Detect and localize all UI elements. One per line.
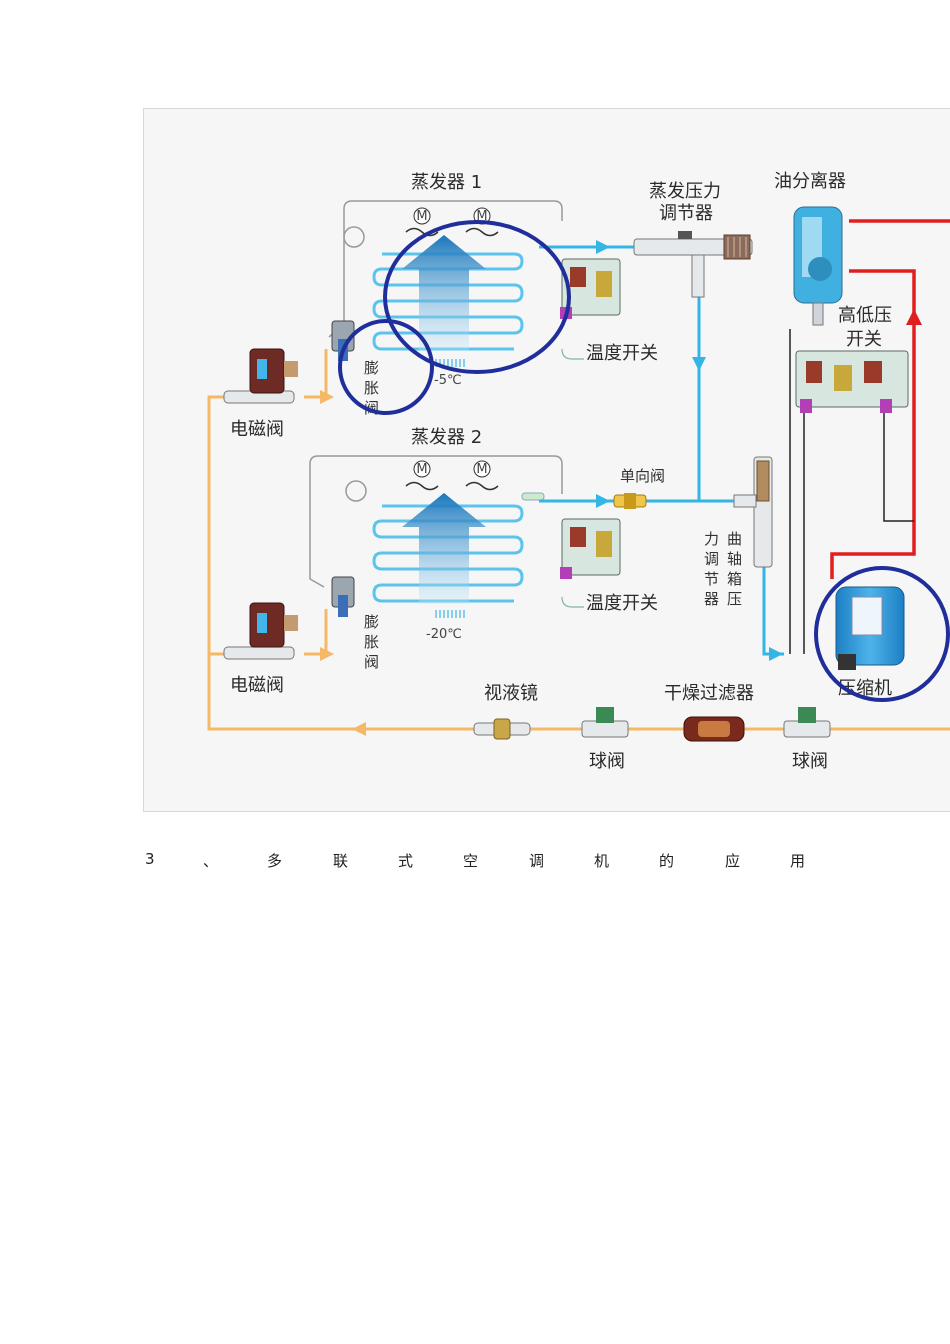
section-heading: 3 、 多 联 式 空 调 机 的 应 用 [145,850,825,874]
crankcase-label-col1: 力 调 节 器 [704,530,719,608]
solenoid-valve-1 [223,348,298,404]
temp-label-evap1: -5℃ [434,373,462,388]
heading-char: 空 [463,852,479,870]
highlight-circles [338,220,950,702]
ball-valve-2 [783,707,831,738]
temperature-switch-2 [560,518,621,608]
svg-text:节: 节 [704,570,719,588]
heading-char: 应 [725,852,741,870]
liquid-arrows [320,390,366,736]
highlight-circle-expansion [338,319,434,415]
evap-pressure-regulator-label-1: 蒸发压力 [649,181,721,202]
evaporator-1: M M -5℃ 蒸发器 1 [328,172,563,388]
ball-valve-1-label: 球阀 [589,751,625,772]
compressor [835,586,905,670]
svg-text:胀: 胀 [364,633,379,651]
control-wires [789,329,914,654]
oil-separator-label: 油分离器 [774,171,846,192]
evaporator-1-label: 蒸发器 1 [411,172,482,193]
solenoid-2-label: 电磁阀 [230,675,284,696]
motor-label: M [416,462,427,477]
heading-char: 用 [790,852,806,870]
svg-text:力: 力 [704,530,719,548]
svg-text:器: 器 [704,590,719,608]
discharge-arrow [906,309,922,325]
temperature-switch-1 [560,258,621,360]
heading-char: 调 [529,852,545,870]
highlight-circle-evaporator [383,220,571,374]
motor-label: M [476,462,487,477]
sight-glass-label: 视液镜 [484,683,538,704]
check-valve [613,493,647,509]
svg-text:胀: 胀 [364,379,379,397]
heading-char: 3 [145,850,155,868]
discharge-lines [830,219,950,579]
hl-switch-label-1: 高低压 [838,305,892,326]
svg-text:膨: 膨 [364,613,379,631]
drier-label: 干燥过滤器 [664,683,754,704]
evap-pressure-regulator-label-2: 调节器 [659,203,713,224]
filter-drier [683,716,745,742]
svg-text:阀: 阀 [364,653,379,671]
solenoid-1-label: 电磁阀 [230,419,284,440]
expansion-valve-2 [331,576,355,617]
motor-label: M [416,209,427,224]
oil-separator [793,206,843,326]
ball-valve-2-label: 球阀 [792,751,828,772]
svg-text:调: 调 [704,550,719,568]
evaporator-2-label: 蒸发器 2 [411,427,482,448]
motor-label: M [476,209,487,224]
svg-text:曲: 曲 [727,530,742,548]
sensor-bulb-2 [435,610,465,618]
svg-text:箱: 箱 [727,570,742,588]
suction-arrows [596,240,783,661]
sight-glass [473,718,531,740]
evaporator-2: M M -20℃ 蒸发器 2 [309,427,563,642]
solenoid-valve-2 [223,602,298,660]
heading-char: 的 [659,852,675,870]
temp-switch-2-label: 温度开关 [586,593,658,614]
airflow-arrow-1 [402,235,486,351]
svg-text:膨: 膨 [364,359,379,377]
fan-2a: M [405,460,439,491]
svg-text:轴: 轴 [727,550,742,568]
crankcase-pressure-regulator [733,456,773,568]
airflow-arrow-2 [402,493,486,604]
temp-switch-1-label: 温度开关 [586,343,658,364]
heading-char: 多 [267,852,283,870]
heading-char: 式 [398,852,414,870]
hl-switch-label-2: 开关 [846,329,882,350]
fan-2b: M [465,460,499,491]
svg-text:压: 压 [727,590,742,608]
high-low-pressure-switch [795,350,909,413]
fan-1a: M [405,207,439,237]
check-valve-label: 单向阀 [620,467,665,485]
heading-char: 、 [203,852,219,870]
highlight-circle-compressor [814,566,950,702]
temp-label-evap2: -20℃ [426,627,462,642]
evaporator-pressure-regulator [633,231,753,298]
crankcase-label-col2: 曲 轴 箱 压 [727,530,742,608]
heading-char: 联 [333,852,349,870]
refrigeration-diagram: M M -5℃ 蒸发器 1 M M [143,108,950,812]
heading-char: 机 [594,852,610,870]
ball-valve-1 [581,707,629,738]
expansion-valve-2-label: 膨 胀 阀 [364,613,379,671]
